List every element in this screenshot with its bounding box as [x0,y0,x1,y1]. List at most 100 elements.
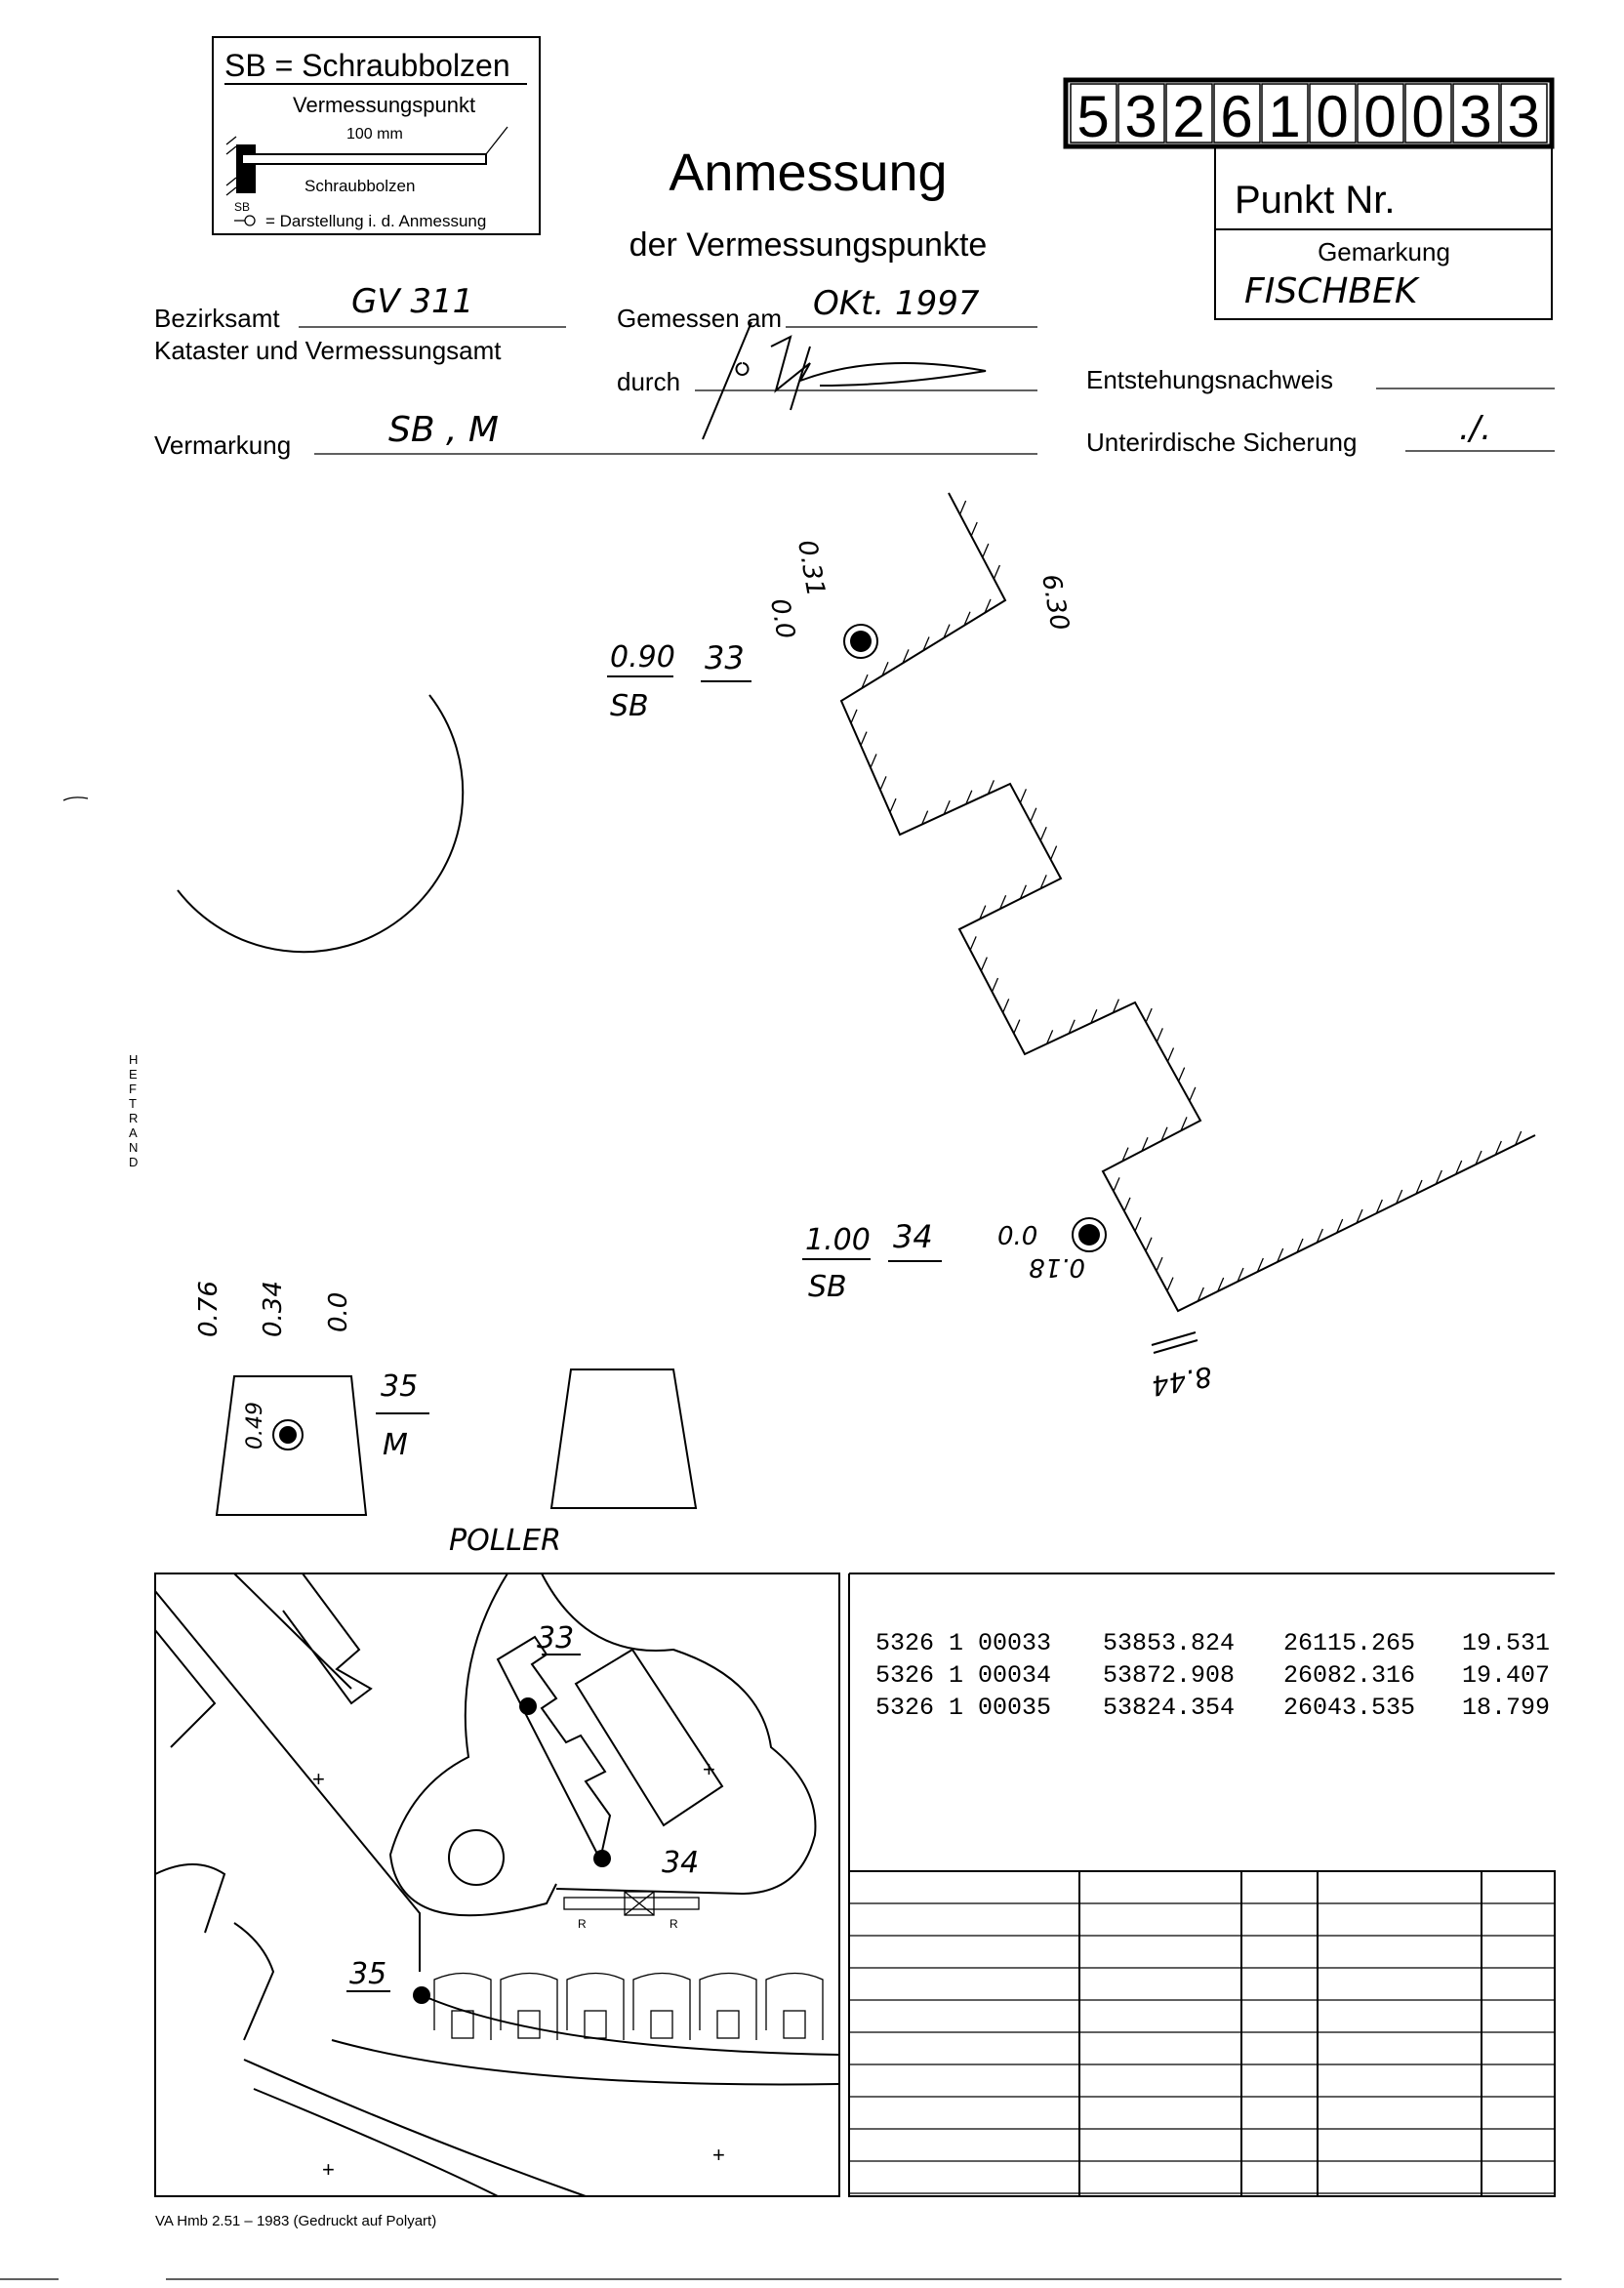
point-33-marker[interactable] [843,624,878,659]
heftrand-letter: D [129,1155,138,1169]
p35-number: 35 [381,1369,418,1404]
coordinate-x: 53824.354 [1103,1694,1235,1722]
kataster-label: Kataster und Vermessungsamt [154,336,502,365]
punkt-digit: 6 [1220,84,1252,149]
gemarkung-label: Gemarkung [1318,237,1450,266]
legend-darstellung: = Darstellung i. d. Anmessung [265,212,486,230]
round-feature-outline [177,694,465,954]
coordinate-id: 5326 1 00035 [875,1694,1051,1722]
punkt-digit: 3 [1124,84,1157,149]
p33-type: SB [610,689,649,723]
footer-form-id: VA Hmb 2.51 – 1983 (Gedruckt auf Polyart… [155,2213,436,2229]
building-footprint [496,1635,612,1862]
p33-measure-2: 0.0 [764,596,800,641]
svg-text:+: + [322,2157,335,2182]
heftrand-letter: E [129,1067,138,1082]
p35-type: M [383,1428,408,1462]
coordinate-x: 53872.908 [1103,1661,1235,1690]
heftrand-letter: F [129,1082,137,1096]
poller-outline [215,1375,368,1516]
sicherung-label: Unterirdische Sicherung [1086,428,1357,457]
heftrand-letter: H [129,1052,138,1067]
svg-text:+: + [712,2143,725,2167]
point-34-marker[interactable] [1072,1217,1107,1252]
coordinate-h: 19.407 [1462,1661,1550,1690]
vermarkung-label: Vermarkung [154,430,291,460]
poller-outline [549,1369,698,1509]
vermarkung-value[interactable]: SB , M [388,410,499,450]
durch-label: durch [617,367,680,396]
coordinate-id: 5326 1 00033 [875,1629,1051,1657]
coordinate-id: 5326 1 00034 [875,1661,1051,1690]
sicherung-value[interactable]: ./. [1459,409,1491,448]
p33-measure-1: 0.31 [792,538,831,598]
punkt-digit: 5 [1076,84,1109,149]
coordinate-y: 26115.265 [1283,1629,1415,1657]
bezirksamt-value[interactable]: GV 311 [351,282,473,321]
punkt-digit: 2 [1172,84,1204,149]
coordinate-h: 18.799 [1462,1694,1550,1722]
map-point-34[interactable] [593,1850,611,1867]
p34-measure-1: 0.0 [997,1222,1037,1251]
entstehung-label: Entstehungsnachweis [1086,365,1333,394]
legend-box: SB = Schraubbolzen Vermessungspunkt 100 … [212,36,541,235]
map-r-label: R [578,1917,587,1931]
p33-measure-3: 6.30 [1035,572,1075,633]
punkt-digit: 0 [1411,84,1443,149]
gemessen-value[interactable]: OKt. 1997 [813,284,980,323]
map-label-35: 35 [349,1957,386,1991]
map-r-label: R [670,1917,678,1931]
punkt-digit: 0 [1363,84,1396,149]
legend-vermessungspunkt: Vermessungspunkt [293,93,475,117]
punkt-digit: 3 [1507,84,1539,149]
punkt-digit: 1 [1268,84,1300,149]
p35-measure-3: 0.0 [324,1292,353,1332]
map-label-33: 33 [537,1621,574,1655]
p35-measure-2: 0.34 [259,1281,288,1337]
bolt-diagram-icon [225,126,508,196]
punkt-digit: 0 [1316,84,1348,149]
coordinate-h: 19.531 [1462,1629,1550,1657]
coordinate-row: 5326 1 00035 53824.354 26043.535 18.799 [875,1694,1550,1722]
building-outline [839,492,1536,1313]
p33-number: 33 [705,639,745,676]
location-map[interactable]: 33 34 35 R R + + + + [154,1573,840,2197]
p34-number: 34 [893,1218,933,1255]
heftrand-letter: A [129,1125,138,1140]
page-title: Anmessung [669,143,947,202]
heftrand-letter: N [129,1140,138,1155]
map-label-34: 34 [662,1846,699,1880]
legend-symbol-label: SB [234,200,250,214]
p35-measure-4: 0.49 [243,1402,267,1450]
map-point-33[interactable] [519,1697,537,1715]
form-fields: Bezirksamt GV 311 Kataster und Vermessun… [154,282,1555,460]
signature [702,321,987,440]
point-35-marker[interactable] [272,1419,304,1450]
p34-measure-2: 0.18 [1029,1252,1085,1282]
punkt-digit: 3 [1459,84,1491,149]
svg-text:+: + [703,1757,715,1781]
legend-title: SB = Schraubbolzen [224,48,510,83]
punkt-label: Punkt Nr. [1235,179,1396,222]
heftrand-letter: T [129,1096,137,1111]
bezirksamt-label: Bezirksamt [154,304,280,333]
poller-label: POLLER [449,1524,561,1558]
coordinate-y: 26043.535 [1283,1694,1415,1722]
coordinate-row: 5326 1 00034 53872.908 26082.316 19.407 [875,1661,1550,1690]
p33-depth: 0.90 [610,640,675,674]
p35-measure-1: 0.76 [194,1281,223,1337]
gemessen-label: Gemessen am [617,304,782,333]
gemarkung-value: FISCHBEK [1244,271,1420,311]
svg-text:+: + [312,1767,325,1791]
page-subtitle: der Vermessungspunkte [629,226,988,264]
coordinate-y: 26082.316 [1283,1661,1415,1690]
legend-length: 100 mm [346,126,403,143]
heftrand-letter: R [129,1111,138,1125]
symbol-point-icon [244,215,256,226]
